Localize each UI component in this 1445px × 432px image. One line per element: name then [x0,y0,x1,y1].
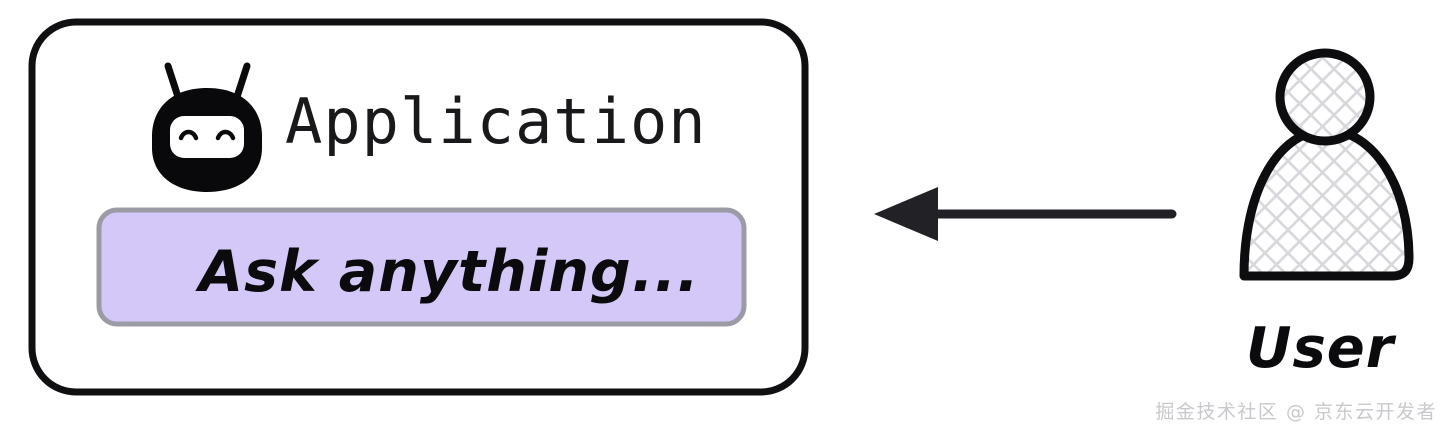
application-box[interactable] [28,18,809,396]
user-actor-icon [1239,48,1414,281]
user-head [1275,48,1375,146]
user-body [1239,125,1414,281]
user-label: User [1246,316,1397,381]
input-field-background [96,207,747,327]
watermark: 掘金技术社区 @ 京东云开发者 [1155,401,1437,423]
ask-anything-input[interactable]: Ask anything... [96,207,747,327]
robot-face-icon [152,62,262,192]
robot-eye-right [215,129,236,141]
application-title: Application [285,85,707,158]
arrow-user-to-application [874,187,1177,241]
application-box-outline [28,18,809,396]
arrow-head [874,187,938,241]
input-placeholder: Ask anything... [195,239,700,305]
robot-eye-left [178,129,199,141]
robot-visor [170,116,244,158]
